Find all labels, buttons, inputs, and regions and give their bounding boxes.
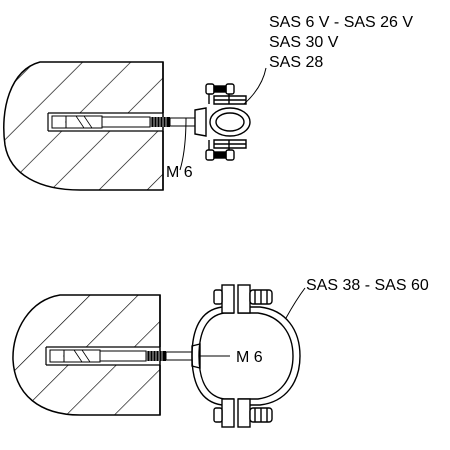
top-pipe-clamp bbox=[194, 83, 251, 161]
top-anchor-dowel bbox=[51, 115, 151, 129]
bottom-thread-label: M 6 bbox=[236, 349, 263, 366]
bottom-threaded-rod bbox=[146, 351, 195, 361]
bottom-anchor-dowel bbox=[49, 349, 147, 363]
top-label-line-2: SAS 30 V bbox=[269, 34, 339, 51]
top-threaded-rod bbox=[150, 117, 197, 127]
top-label-line-3: SAS 28 bbox=[269, 54, 323, 71]
top-thread-label: M 6 bbox=[166, 164, 193, 181]
bottom-pipe-clamp bbox=[191, 284, 301, 428]
bottom-clamp-leader-line bbox=[285, 287, 306, 319]
bottom-clamp-label: SAS 38 - SAS 60 bbox=[306, 277, 429, 294]
bottom-assembly: SAS 38 - SAS 60 M 6 bbox=[12, 277, 429, 428]
top-assembly: SAS 6 V - SAS 26 V SAS 30 V SAS 28 M 6 bbox=[3, 14, 413, 191]
top-label-line-1: SAS 6 V - SAS 26 V bbox=[269, 14, 413, 31]
top-thread-leader-line bbox=[179, 117, 187, 171]
top-clamp-leader-line bbox=[243, 67, 267, 105]
